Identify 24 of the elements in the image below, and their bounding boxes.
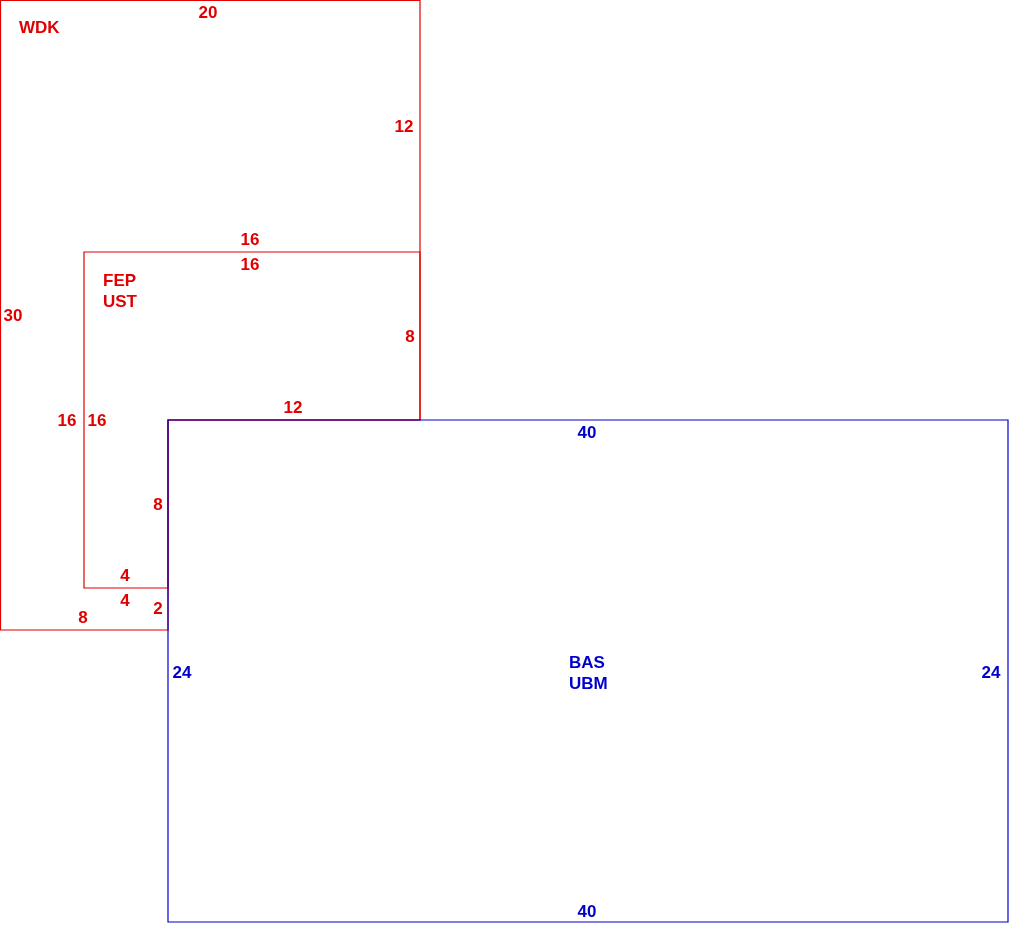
room-label: FEP UST [103,270,138,312]
dimension-label: 30 [3,305,23,325]
dimension-label: 4 [120,565,130,585]
dimension-label: 8 [405,326,415,346]
dimension-label: 16 [240,254,260,274]
room-label: BAS UBM [569,652,609,694]
dimension-label: 12 [394,116,414,136]
dimension-label: 40 [577,901,597,921]
dimension-label: 4 [120,590,130,610]
dimension-label: 2 [153,598,163,618]
dimension-label: 20 [198,2,218,22]
dimension-label: 8 [153,494,163,514]
room-area [84,252,421,589]
dimension-label: 12 [283,397,303,417]
dimension-label: 16 [87,410,107,430]
dimension-label: 24 [172,662,192,682]
room-label: WDK [19,17,61,38]
dimension-label: 24 [981,662,1001,682]
dimension-label: 16 [240,229,260,249]
room-area [0,0,421,631]
dimension-label: 16 [57,410,77,430]
room-area [168,420,1009,923]
dimension-label: 8 [78,607,88,627]
dimension-label: 40 [577,422,597,442]
